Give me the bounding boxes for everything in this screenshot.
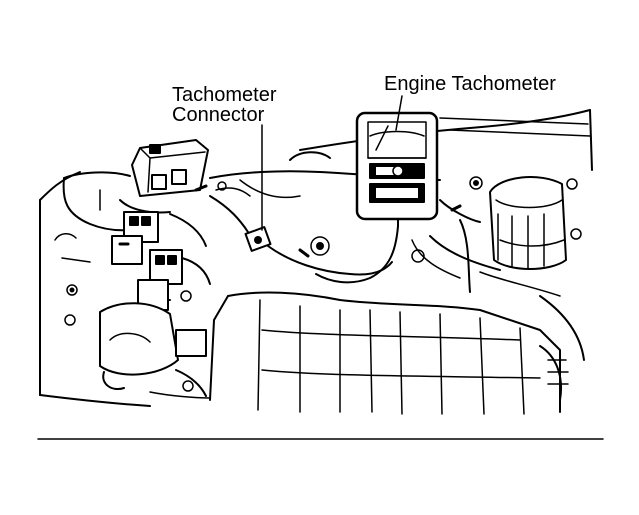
wiring-harness [62,171,211,311]
leader-lines [261,95,403,231]
master-cylinder [469,176,582,270]
shading [118,184,462,258]
ignition-module [131,139,209,197]
tachometer-connector-label-line2: Connector [172,104,265,126]
engine-tachometer-instrument [315,111,439,284]
brake-lines [310,199,585,361]
hood-outline [289,109,593,171]
tachometer-connector-label-line1: Tachometer [172,84,277,106]
engine-tachometer-label: Engine Tachometer [384,73,556,95]
left-fender [39,171,151,407]
front-left-components [99,302,211,399]
air-cleaner-housing [209,291,569,415]
